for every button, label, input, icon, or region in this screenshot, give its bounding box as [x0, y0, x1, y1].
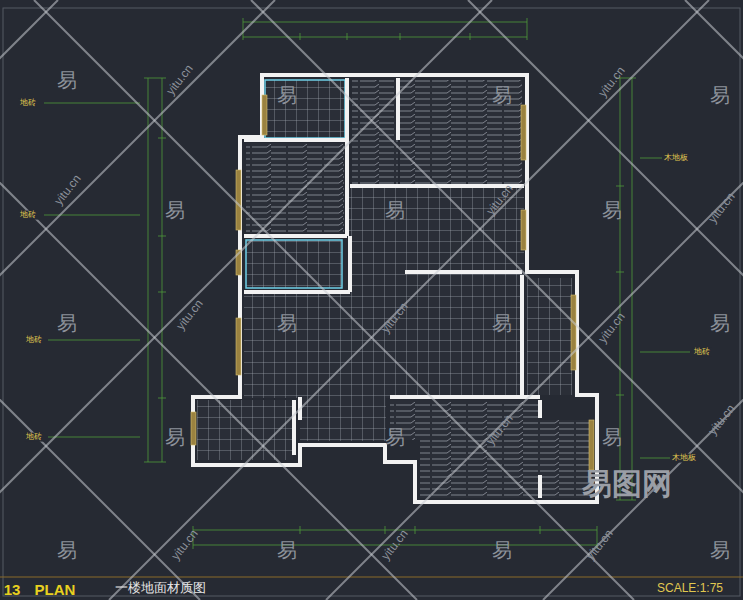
watermark-url: yitu.cn — [596, 310, 628, 345]
watermark-url: yitu.cn — [706, 402, 738, 437]
watermark-url: yitu.cn — [169, 527, 201, 562]
watermark: 易 — [277, 84, 297, 106]
watermark: 易 — [710, 84, 730, 106]
scale-note: SCALE:1:75 — [657, 582, 723, 595]
sheet-name: PLAN — [35, 582, 76, 599]
material-label: 地砖 — [18, 99, 38, 108]
watermark-url: yitu.cn — [484, 412, 516, 447]
watermark: 易 — [165, 426, 185, 448]
watermark: 易 — [710, 312, 730, 334]
watermark-url: yitu.cn — [706, 190, 738, 225]
watermark-url: yitu.cn — [584, 527, 616, 562]
material-label: 地砖 — [18, 211, 38, 220]
watermark-url: yitu.cn — [164, 62, 196, 97]
watermark-url: yitu.cn — [174, 297, 206, 332]
watermark: 易 — [57, 312, 77, 334]
drawing-title: 一楼地面材质图 — [115, 581, 206, 595]
material-label: 木地板 — [670, 454, 698, 463]
watermark-logo: 易图网 — [582, 467, 672, 500]
watermark: 易 — [385, 426, 405, 448]
material-label: 地砖 — [692, 348, 712, 357]
watermark-url: yitu.cn — [484, 182, 516, 217]
drawing-number: 13 — [4, 582, 21, 599]
watermark: 易 — [492, 84, 512, 106]
watermark: 易 — [492, 539, 512, 561]
watermark: 易 — [277, 539, 297, 561]
watermark-url: yitu.cn — [379, 300, 411, 335]
watermark: 易 — [165, 199, 185, 221]
watermark-url: yitu.cn — [52, 172, 84, 207]
watermark: 易 — [57, 539, 77, 561]
watermark-url: yitu.cn — [379, 527, 411, 562]
material-label: 地砖 — [24, 336, 44, 345]
watermark-url: yitu.cn — [596, 64, 628, 99]
watermark: 易 — [385, 199, 405, 221]
watermark: 易 — [602, 426, 622, 448]
watermark: 易 — [602, 199, 622, 221]
material-label: 地砖 — [24, 433, 44, 442]
watermark: 易 — [277, 312, 297, 334]
watermark: 易 — [57, 69, 77, 91]
watermark: 易 — [710, 539, 730, 561]
material-label: 木地板 — [662, 154, 690, 163]
watermark: 易 — [492, 312, 512, 334]
